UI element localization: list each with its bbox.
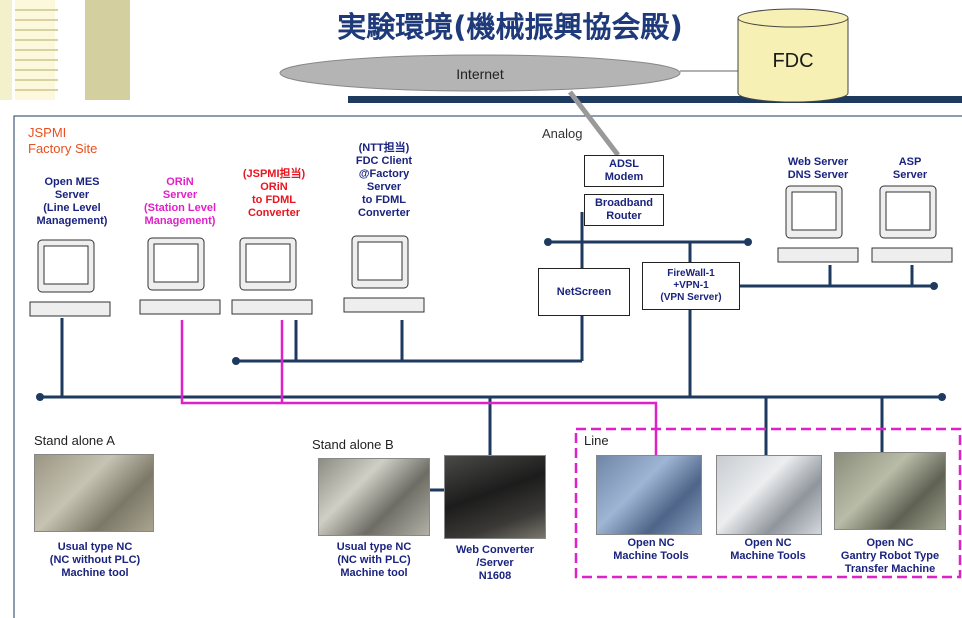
web-converter-label: Web Converter /Server N1608 <box>440 544 550 583</box>
fdc-cylinder <box>737 8 849 103</box>
usual-nc-a-label: Usual type NC (NC without PLC) Machine t… <box>20 541 170 580</box>
fdc-client-line: (NTT担当) <box>358 142 410 154</box>
orin-fdml-line: (JSPMI担当) <box>242 168 306 180</box>
open-nc-3-line: Transfer Machine <box>844 563 936 575</box>
usual-nc-b-label: Usual type NC (NC with PLC) Machine tool <box>304 541 444 580</box>
usual-nc-b-line: Usual type NC <box>336 541 412 553</box>
page-title: 実験環境(機械振興協会殿) <box>337 10 683 44</box>
usual-nc-a-line: Machine tool <box>61 567 129 579</box>
open-nc-2-label: Open NC Machine Tools <box>712 537 824 563</box>
open-nc-3-label: Open NC Gantry Robot Type Transfer Machi… <box>826 537 954 576</box>
web-converter-photo <box>444 455 546 539</box>
fdc-client-line: to FDML <box>362 194 406 206</box>
web-server-line: DNS Server <box>787 169 849 181</box>
firewall: FireWall-1+VPN-1(VPN Server) <box>642 262 740 310</box>
site-label: JSPMI Factory Site <box>28 125 97 157</box>
usual-nc-b-line: Machine tool <box>340 567 408 579</box>
fdc-client-line: Server <box>366 181 402 193</box>
open-nc-1-line: Open NC <box>627 537 675 549</box>
orin-server-line: Management) <box>144 215 216 227</box>
site-label-line1: JSPMI <box>28 125 67 140</box>
adsl-line: Modem <box>604 171 644 183</box>
adsl-line: ADSL <box>609 158 639 170</box>
open-mes-line: Server <box>54 189 90 201</box>
open-nc-1-photo <box>596 455 702 535</box>
network-junctions <box>36 238 946 401</box>
site-label-line2: Factory Site <box>28 141 98 156</box>
site-frame <box>13 115 962 618</box>
orin-server-line: ORiN <box>166 176 194 188</box>
decorative-stripes <box>0 0 130 100</box>
web-server-line: Web Server <box>787 156 849 168</box>
router-line: Broadband <box>594 197 654 209</box>
standalone-b-label: Stand alone B <box>312 437 394 452</box>
open-nc-3-photo <box>834 452 946 530</box>
fdc-client-line: @Factory <box>358 168 410 180</box>
computer-icon <box>29 239 111 317</box>
line-group-label: Line <box>584 433 609 448</box>
fdc-label: FDC <box>772 50 814 72</box>
asp-server-label: ASP Server <box>876 156 944 182</box>
orin-fdml-line: ORiN <box>260 181 288 193</box>
orin-fdml-line: Converter <box>248 207 300 219</box>
router-line: Router <box>606 210 642 222</box>
computer-icon <box>871 185 953 263</box>
usual-nc-a-line: Usual type NC <box>57 541 133 553</box>
open-nc-2-line: Open NC <box>744 537 792 549</box>
network-lines <box>40 212 942 492</box>
asp-server-line: Server <box>892 169 928 181</box>
internet-to-adsl-link <box>568 90 620 157</box>
firewall-line: (VPN Server) <box>660 292 722 303</box>
computer-icon <box>343 235 425 313</box>
orin-fdml-label: (JSPMI担当) ORiN to FDML Converter <box>226 168 322 220</box>
open-nc-3-line: Open NC <box>866 537 914 549</box>
firewall-line: FireWall-1 <box>667 268 715 279</box>
usual-nc-b-line: (NC with PLC) <box>337 554 411 566</box>
asp-server-line: ASP <box>898 156 922 168</box>
open-mes-line: (Line Level <box>43 202 101 214</box>
web-converter-line: /Server <box>476 557 514 569</box>
standalone-a-label: Stand alone A <box>34 433 115 448</box>
usual-nc-a-photo <box>34 454 154 532</box>
open-nc-2-line: Machine Tools <box>730 550 806 562</box>
open-nc-2-photo <box>716 455 822 535</box>
line-group-box <box>574 427 962 579</box>
analog-label: Analog <box>542 126 583 141</box>
internet-label: Internet <box>456 66 504 82</box>
computer-icon <box>231 237 313 315</box>
orin-server-line: Server <box>162 189 198 201</box>
orin-server-line: (Station Level <box>143 202 217 214</box>
fdc-client-line: Converter <box>358 207 410 219</box>
orin-fdml-line: to FDML <box>252 194 296 206</box>
web-converter-line: N1608 <box>478 570 512 582</box>
usual-nc-a-line: (NC without PLC) <box>49 554 141 566</box>
open-nc-1-label: Open NC Machine Tools <box>596 537 706 563</box>
title-rule <box>348 96 962 103</box>
netscreen: NetScreen <box>538 268 630 316</box>
web-server-label: Web Server DNS Server <box>772 156 864 182</box>
fdc-client-line: FDC Client <box>355 155 413 167</box>
open-mes-line: Open MES <box>44 176 100 188</box>
open-mes-line: Management) <box>36 215 108 227</box>
fdc-client-label: (NTT担当) FDC Client @Factory Server to FD… <box>336 142 432 220</box>
firewall-line: +VPN-1 <box>673 280 709 291</box>
internet-cloud <box>279 54 681 92</box>
open-mes-label: Open MES Server (Line Level Management) <box>22 176 122 228</box>
computer-icon <box>139 237 221 315</box>
orin-server-label: ORiN Server (Station Level Management) <box>128 176 232 228</box>
usual-nc-b-photo <box>318 458 430 536</box>
open-nc-3-line: Gantry Robot Type <box>840 550 940 562</box>
web-converter-line: Web Converter <box>455 544 535 556</box>
computer-icon <box>777 185 859 263</box>
open-nc-1-line: Machine Tools <box>613 550 689 562</box>
